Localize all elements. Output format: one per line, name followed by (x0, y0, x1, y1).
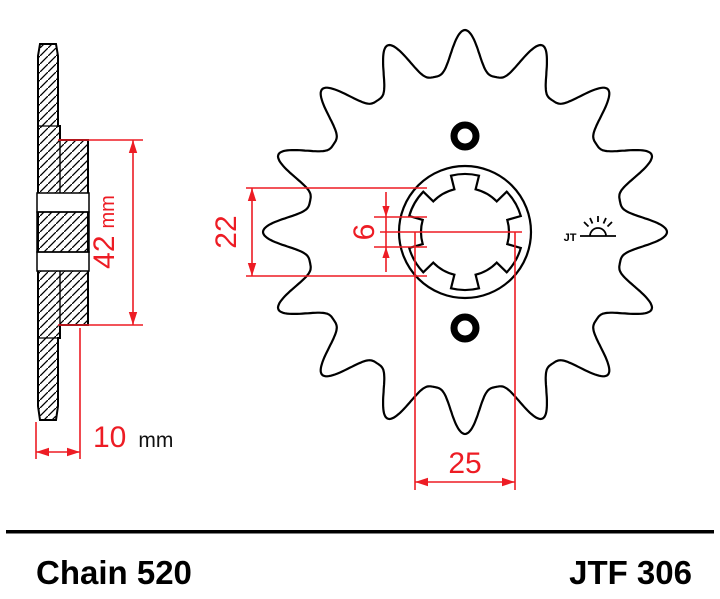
spline-land-section (36, 211, 90, 253)
bolt-hole-bottom (450, 313, 480, 343)
dim-22-label: 22 (210, 215, 243, 248)
dimension-22: 22 (210, 187, 427, 277)
footer: Chain 520 JTF 306 (6, 530, 714, 591)
bolt-hole-top (450, 121, 480, 151)
jt-logo-text: JT (564, 232, 577, 244)
footer-divider (6, 530, 714, 534)
jt-logo: JT (564, 216, 616, 244)
bore-band-upper (36, 192, 90, 213)
chain-spec: Chain 520 (36, 554, 192, 591)
part-number: JTF 306 (569, 554, 692, 591)
bore-band-lower (36, 251, 90, 272)
side-view (36, 43, 90, 421)
dim-6-label: 6 (348, 224, 381, 241)
dimension-6: 6 (348, 192, 522, 272)
dimension-25: 25 (414, 232, 516, 490)
dimension-42: 42mm (58, 139, 143, 326)
dim-25-label: 25 (448, 447, 481, 480)
dim-42-label: 42mm (88, 195, 121, 269)
